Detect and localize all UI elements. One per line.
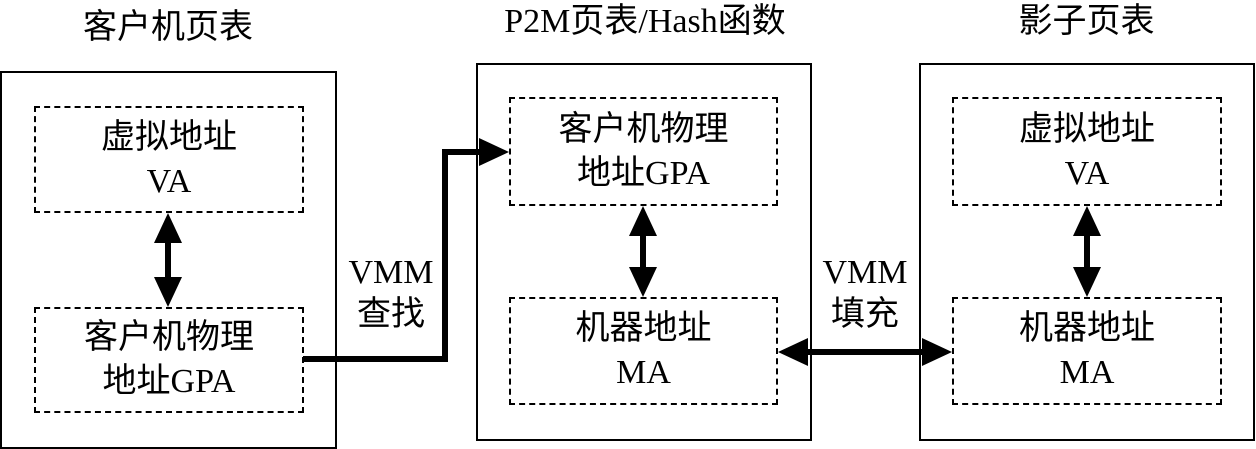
shadow-va-line2: VA xyxy=(1064,154,1110,192)
shadow-va-entry: 虚拟地址 VA xyxy=(952,97,1222,206)
guest-gpa-line2: 地址GPA xyxy=(102,363,236,400)
p2m-ma-entry: 机器地址 MA xyxy=(509,297,778,405)
p2m-table-title: P2M页表/Hash函数 xyxy=(504,3,786,40)
p2m-gpa-line1: 客户机物理 xyxy=(558,110,729,148)
shadow-ma-line1: 机器地址 xyxy=(1019,310,1155,347)
vmm-lookup-line2: 查找 xyxy=(357,296,425,333)
guest-va-entry: 虚拟地址 VA xyxy=(34,106,304,213)
guest-va-gpa-arrow xyxy=(154,213,182,307)
p2m-gpa-ma-arrow xyxy=(629,206,657,297)
vmm-lookup-arrow xyxy=(303,138,509,362)
vmm-lookup-line1: VMM xyxy=(348,254,434,291)
p2m-gpa-entry: 客户机物理 地址GPA xyxy=(509,97,778,206)
vmm-fill-line2: 填充 xyxy=(831,296,899,333)
guest-gpa-line1: 客户机物理 xyxy=(84,319,254,356)
guest-va-line1: 虚拟地址 xyxy=(101,118,237,156)
p2m-gpa-line2: 地址GPA xyxy=(577,154,710,192)
shadow-va-line1: 虚拟地址 xyxy=(1019,110,1155,148)
guest-va-line2: VA xyxy=(146,162,192,200)
vmm-fill-line1: VMM xyxy=(822,254,908,291)
guest-page-table-title: 客户机页表 xyxy=(83,9,253,46)
vmm-fill-label: VMM 填充 xyxy=(812,252,918,336)
vmm-lookup-label: VMM 查找 xyxy=(338,252,444,336)
p2m-ma-line1: 机器地址 xyxy=(575,310,712,347)
shadow-va-ma-arrow xyxy=(1073,206,1101,297)
shadow-ma-entry: 机器地址 MA xyxy=(952,297,1222,405)
shadow-ma-line2: MA xyxy=(1059,354,1115,391)
guest-gpa-entry: 客户机物理 地址GPA xyxy=(34,307,304,413)
vmm-fill-arrow xyxy=(778,338,952,366)
shadow-page-table-title: 影子页表 xyxy=(1018,3,1155,40)
p2m-ma-line2: MA xyxy=(616,354,671,391)
